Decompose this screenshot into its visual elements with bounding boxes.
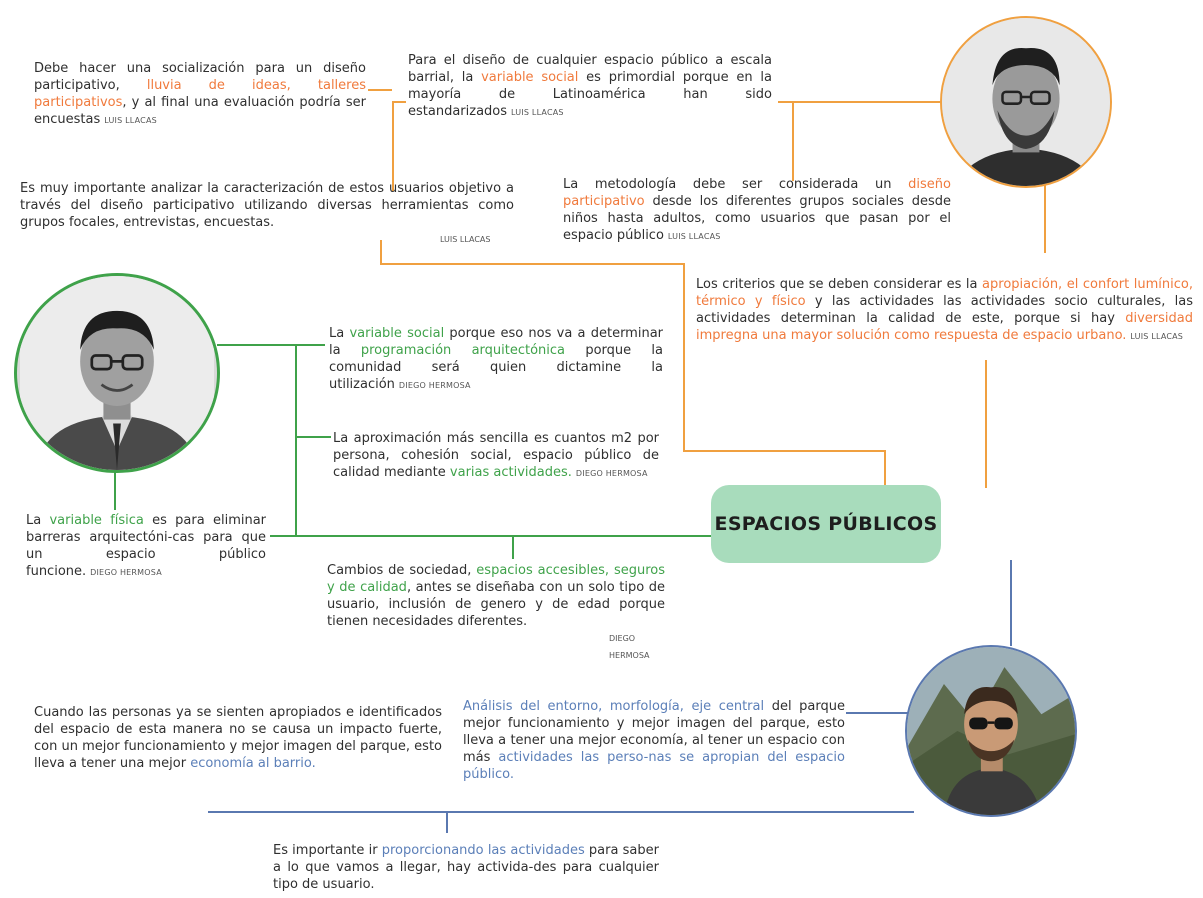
quote-author: LUIS LLACAS [104,116,157,125]
quote-highlight: diseño participativo [563,177,951,209]
quote-text: desde los diferentes grupos sociales des… [563,194,951,243]
quote-highlight: Análisis del entorno, morfología, eje ce… [463,699,765,714]
orange-connector [380,240,382,264]
quote-text: La [26,513,50,528]
orange-connector [392,101,406,103]
orange-connector [884,450,886,486]
orange-connector [1044,185,1046,253]
quote-highlight: lluvia de ideas, talleres participativos [34,78,366,110]
blue-connector [1010,560,1012,646]
quote-author: DIEGO HERMOSA [398,381,471,390]
quote-text: es primordial porque en la mayoría de La… [408,70,772,119]
quote-aproximacion: La aproximación más sencilla es cuantos … [333,430,659,482]
quote-author: LUIS LLACAS [667,232,721,241]
quote-highlight: programación arquitectónica [360,343,566,358]
quote-proporcionando: Es importante ir proporcionando las acti… [273,842,659,893]
blue-connector [846,712,910,714]
quote-text: Es importante ir [273,843,382,858]
quote-highlight: variable social [481,70,579,85]
quote-apropiados: Cuando las personas ya se sienten apropi… [34,704,442,772]
green-connector [295,436,331,438]
quote-highlight: variable física [49,513,144,528]
quote-criterios: Los criterios que se deben considerar es… [696,276,1193,345]
quote-cambios: Cambios de sociedad, espacios accesibles… [327,562,665,664]
quote-author: DIEGO HERMOSA [575,469,648,478]
blue-connector [446,811,448,833]
quote-text: Debe hacer una socialización para un dis… [34,61,366,93]
quote-metodologia: La metodología debe ser considerada un d… [563,176,951,245]
green-connector [512,535,514,559]
quote-caracterizacion: Es muy importante analizar la caracteriz… [20,180,514,248]
quote-highlight: apropiación, el confort lumínico, térmic… [696,277,1193,309]
quote-highlight: proporcionando las actividades [381,843,585,858]
quote-text: Los criterios que se deben considerar es… [696,277,983,292]
orange-connector [792,101,794,181]
quote-text: es para eliminar barreras arquitectóni-c… [26,513,267,579]
quote-socializacion: Debe hacer una socialización para un dis… [34,60,366,129]
avatar-diego [14,273,220,473]
quote-text: y las actividades las actividades socio … [696,294,1193,326]
orange-connector [392,101,394,191]
quote-highlight: varias actividades. [449,465,572,480]
quote-variable-social-top: Para el diseño de cualquier espacio públ… [408,52,772,121]
quote-text: La metodología debe ser considerada un [563,177,909,192]
quote-analisis: Análisis del entorno, morfología, eje ce… [463,698,845,783]
blue-connector [208,811,914,813]
quote-text: Cuando las personas ya se sienten apropi… [34,705,442,771]
quote-text: La [329,326,350,341]
quote-author: LUIS LLACAS [511,108,564,117]
central-topic-title: ESPACIOS PÚBLICOS [714,513,938,535]
orange-connector [778,101,940,103]
quote-highlight: actividades las perso-nas se apropian de… [463,750,845,782]
quote-text: Para el diseño de cualquier espacio públ… [408,53,772,85]
quote-highlight: diversidad impregna una mayor solución c… [696,311,1193,343]
orange-connector [380,263,684,265]
green-connector [217,344,325,346]
quote-author: LUIS LLACAS [1130,332,1184,341]
orange-connector [368,89,392,91]
quote-author: DIEGO HERMOSA [90,568,162,577]
quote-author: LUIS LLACAS [440,235,491,244]
quote-text: , antes se diseñaba con un solo tipo de … [327,580,665,629]
quote-text: porque la comunidad será quien dictamine… [329,343,663,392]
green-connector [295,344,297,536]
orange-connector [683,450,885,452]
quote-text: para saber a lo que vamos a llegar, hay … [273,843,659,892]
quote-text: , y al final una evaluación podría ser e… [34,95,366,127]
quote-variable-social-diego: La variable social porque eso nos va a d… [329,325,663,394]
green-connector [270,535,712,537]
central-topic-node: ESPACIOS PÚBLICOS [711,485,941,563]
portrait-icon [942,18,1110,186]
quote-highlight: economía al barrio. [190,756,316,771]
orange-connector [985,360,987,488]
quote-author: DIEGO HERMOSA [609,634,650,660]
avatar-mountain [905,645,1077,817]
quote-highlight: espacios accesibles, seguros y de calida… [327,563,666,595]
portrait-icon [20,276,214,470]
portrait-icon [907,647,1075,815]
quote-text: del parque mejor funcionamiento y mejor … [463,699,845,765]
quote-text: Es muy importante analizar la caracteriz… [20,181,514,230]
quote-variable-fisica: La variable física es para eliminar barr… [26,512,266,581]
quote-text: Cambios de sociedad, [327,563,477,578]
quote-text: porque eso nos va a determinar la [329,326,664,358]
green-connector [114,466,116,510]
avatar-luis [940,16,1112,188]
orange-connector [683,263,685,451]
quote-highlight: variable social [349,326,445,341]
quote-text: La aproximación más sencilla es cuantos … [333,431,659,480]
